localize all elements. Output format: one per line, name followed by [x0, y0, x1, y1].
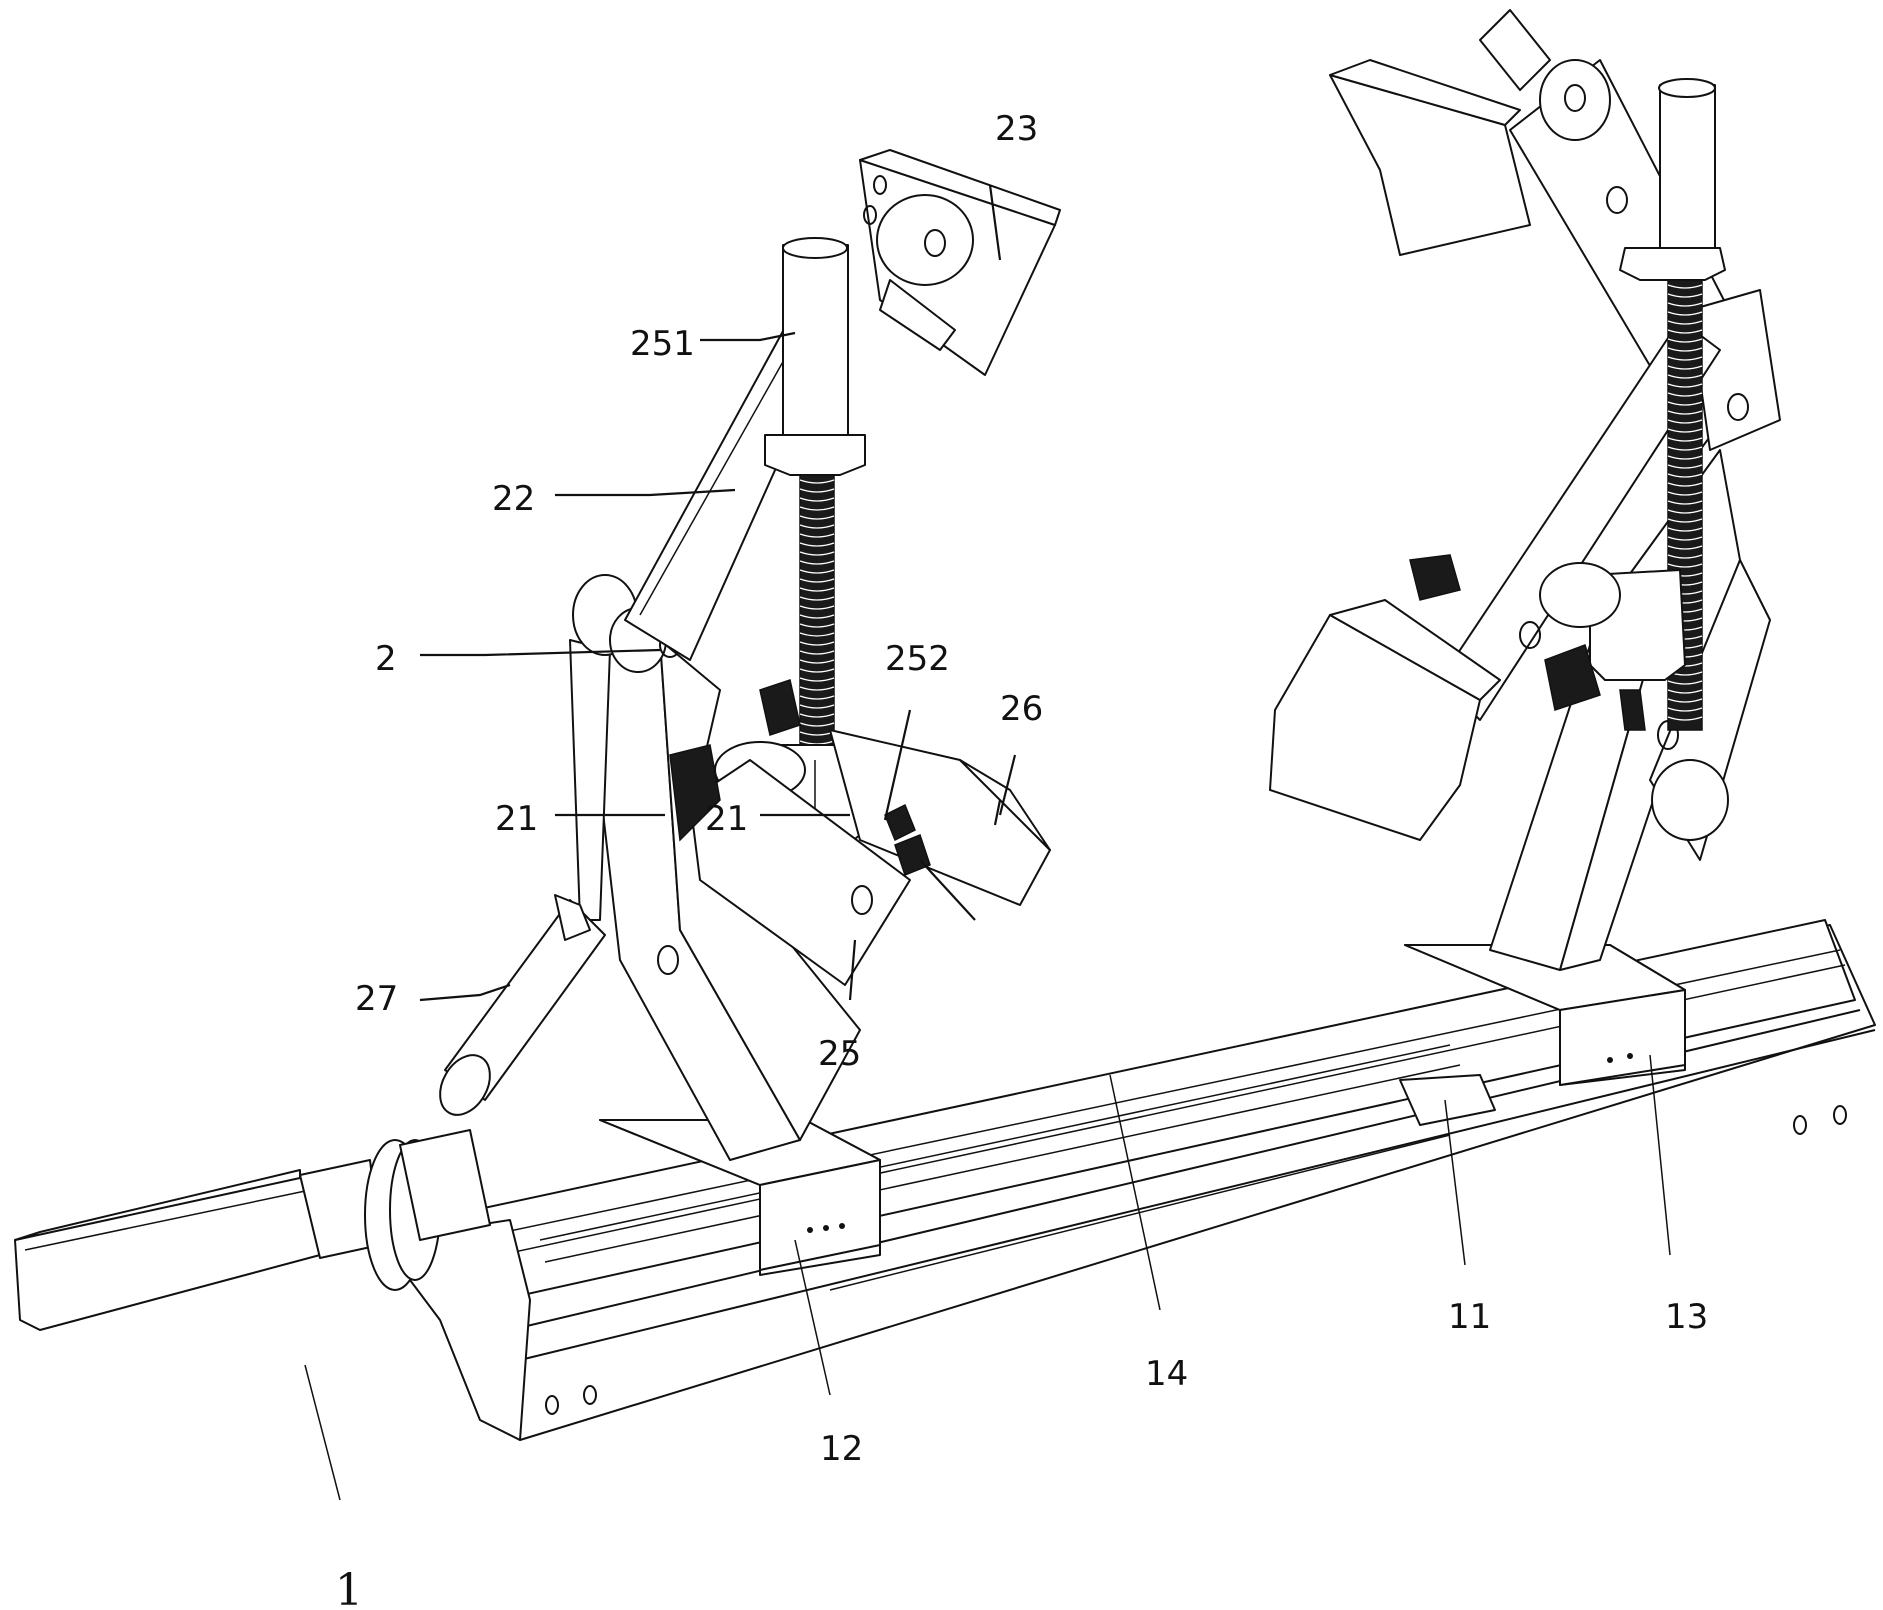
thread-arc — [799, 533, 835, 538]
thread-arc — [1667, 698, 1703, 703]
thread-arc — [799, 650, 835, 655]
thread-arc — [1667, 509, 1703, 514]
thread-arc — [799, 542, 835, 547]
thread-arc — [1667, 545, 1703, 550]
thread-arc — [1667, 482, 1703, 487]
thread-arc — [1667, 527, 1703, 532]
label-22: 22 — [492, 479, 535, 519]
thread-arc — [799, 677, 835, 682]
label-23: 23 — [995, 109, 1038, 149]
thread-arc — [1667, 320, 1703, 325]
thread-arc — [799, 524, 835, 529]
thread-arc — [799, 668, 835, 673]
thread-arc — [799, 515, 835, 520]
thread-arc — [1667, 392, 1703, 397]
thread-arc — [799, 713, 835, 718]
thread-arc — [799, 551, 835, 556]
thread-arc — [1667, 707, 1703, 712]
thread-arc — [799, 695, 835, 700]
thread-arc — [799, 605, 835, 610]
label-24: 25 — [818, 1034, 861, 1074]
thread-arc — [1667, 338, 1703, 343]
label-251: 252 — [885, 639, 950, 679]
thread-arc — [1667, 554, 1703, 559]
thread-arc — [1667, 455, 1703, 460]
thread-arc — [1667, 536, 1703, 541]
thread-arc — [1667, 347, 1703, 352]
thread-arc — [1667, 518, 1703, 523]
thread-arc — [1667, 293, 1703, 298]
thread-arc — [799, 506, 835, 511]
thread-arc — [799, 497, 835, 502]
thread-arc — [1667, 329, 1703, 334]
thread-arc — [1667, 374, 1703, 379]
thread-arc — [1667, 401, 1703, 406]
leader-lines — [304, 184, 1671, 1501]
thread-arc — [799, 488, 835, 493]
label-26: 27 — [355, 979, 398, 1019]
thread-arc — [1667, 428, 1703, 433]
thread-arc — [1667, 419, 1703, 424]
thread-arc — [1667, 383, 1703, 388]
thread-arc — [799, 578, 835, 583]
thread-arc — [1667, 716, 1703, 721]
label-12: 12 — [820, 1429, 863, 1469]
thread-arc — [1667, 491, 1703, 496]
right-slider — [1404, 944, 1686, 1086]
thread-arc — [799, 686, 835, 691]
thread-arc — [1667, 680, 1703, 685]
label-14: 14 — [1145, 1354, 1188, 1394]
label-21: 21 — [495, 799, 538, 839]
thread-arc — [799, 596, 835, 601]
thread-arc — [799, 587, 835, 592]
callout-labels: 23 251 22 2 252 26 21 21 27 25 11 13 14 … — [335, 109, 1708, 1610]
thread-arc — [1667, 311, 1703, 316]
thread-arc — [799, 560, 835, 565]
thread-arc — [1667, 446, 1703, 451]
thread-arc — [799, 614, 835, 619]
thread-arc — [799, 659, 835, 664]
thread-arc — [799, 704, 835, 709]
label-1: 1 — [335, 1565, 363, 1610]
label-25: 26 — [1000, 689, 1043, 729]
thread-arc — [799, 641, 835, 646]
thread-arc — [1667, 563, 1703, 568]
thread-arc — [1667, 302, 1703, 307]
thread-arc — [799, 722, 835, 727]
thread-arc — [1667, 410, 1703, 415]
label-11: 11 — [1448, 1297, 1491, 1337]
thread-arc — [799, 569, 835, 574]
right-clamp-assembly — [1269, 9, 1781, 971]
thread-arc — [1667, 500, 1703, 505]
thread-arc — [1667, 464, 1703, 469]
thread-arc — [1667, 284, 1703, 289]
thread-arc — [1667, 365, 1703, 370]
label-27: 251 — [630, 324, 695, 364]
thread-arc — [799, 479, 835, 484]
thread-arc — [799, 632, 835, 637]
label-13: 13 — [1665, 1297, 1708, 1337]
thread-arc — [1667, 473, 1703, 478]
thread-arc — [1667, 689, 1703, 694]
thread-arc — [1667, 356, 1703, 361]
left-clamp-assembly — [439, 149, 1061, 1161]
motor — [14, 1129, 491, 1331]
label-2: 2 — [375, 639, 397, 679]
label-21-inner: 21 — [705, 799, 748, 839]
thread-arc — [1667, 437, 1703, 442]
thread-arc — [799, 623, 835, 628]
